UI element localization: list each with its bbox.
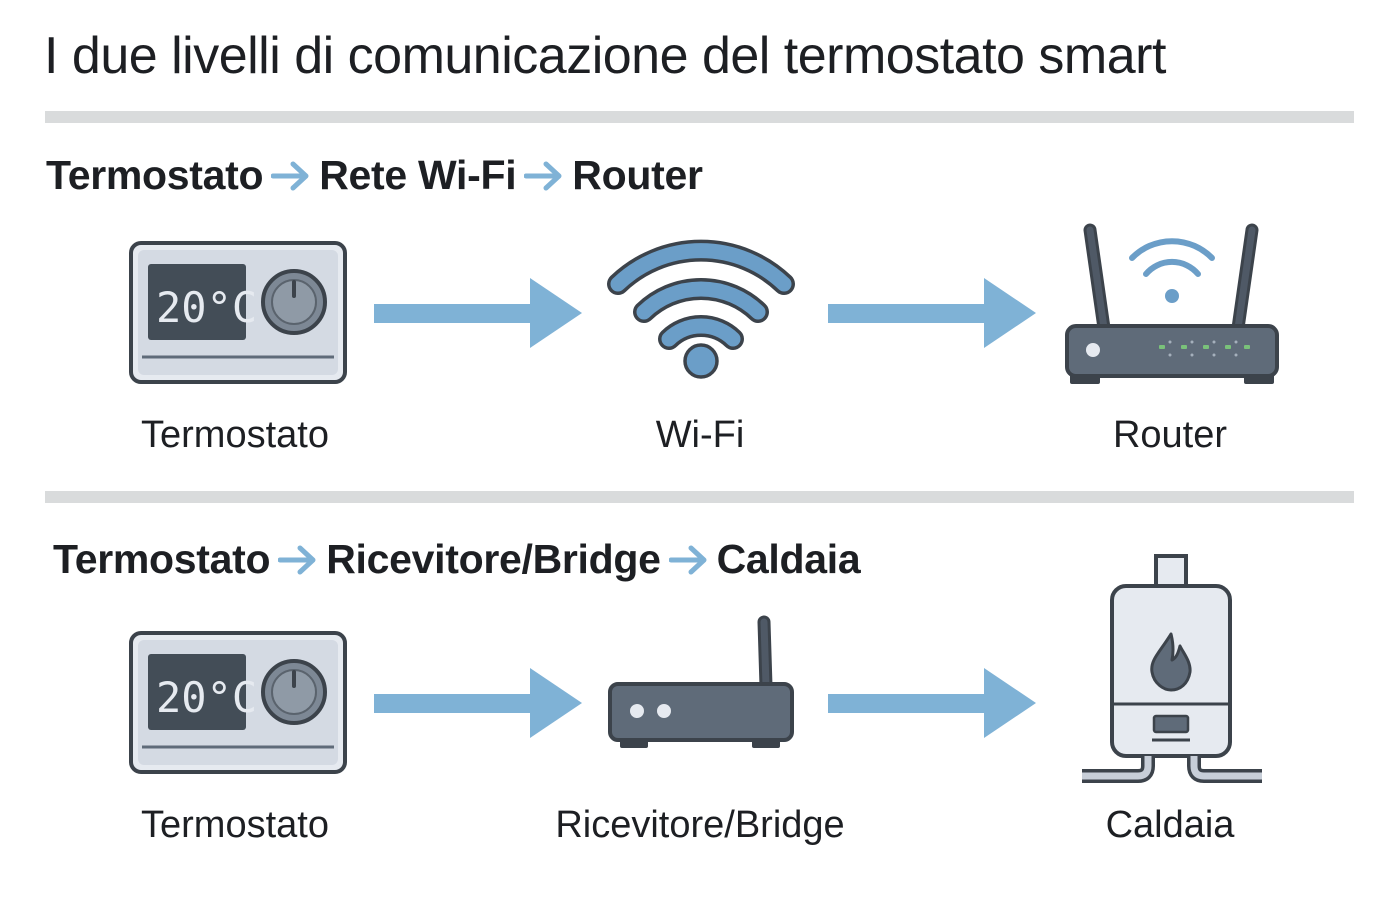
bridge-icon	[608, 615, 794, 748]
wifi-icon	[607, 239, 795, 379]
divider-middle	[45, 491, 1354, 503]
arrow-right-icon	[524, 161, 562, 190]
heading-1-part-1: Termostato	[46, 152, 264, 198]
arrow-right-icon	[668, 545, 707, 574]
divider-top	[45, 111, 1354, 123]
heading-1-part-3: Router	[572, 152, 703, 198]
node-label-termostato: Termostato	[141, 414, 329, 456]
heading-2-part-2: Ricevitore/Bridge	[326, 536, 661, 582]
node-label-bridge: Ricevitore/Bridge	[555, 804, 845, 846]
node-label-router: Router	[1112, 414, 1228, 456]
node-label-wifi: Wi-Fi	[655, 414, 745, 456]
arrow-right-icon	[271, 161, 309, 190]
heading-1-part-2: Rete Wi-Fi	[319, 152, 517, 198]
page-title: I due livelli di comunicazione del termo…	[44, 27, 1166, 85]
heading-2-part-1: Termostato	[53, 536, 271, 582]
flow-arrow-3	[374, 668, 582, 738]
section-2-heading: Termostato Ricevitore/Bridge Caldaia	[53, 536, 861, 583]
flow-arrow-2	[828, 278, 1036, 348]
boiler-icon	[1082, 554, 1262, 783]
flow-arrow-4	[828, 668, 1036, 738]
flow-arrow-1	[374, 278, 582, 348]
node-label-caldaia: Caldaia	[1105, 804, 1235, 846]
arrow-right-icon	[278, 545, 316, 574]
thermostat-icon: 20°C	[129, 241, 347, 384]
section-1-heading: Termostato Rete Wi-Fi Router	[46, 152, 703, 199]
thermostat-display: 20°C	[156, 673, 257, 722]
thermostat-icon: 20°C	[129, 631, 347, 774]
router-icon	[1065, 223, 1279, 384]
thermostat-display: 20°C	[156, 283, 257, 332]
heading-2-part-3: Caldaia	[716, 536, 861, 582]
node-label-termostato: Termostato	[141, 804, 329, 846]
